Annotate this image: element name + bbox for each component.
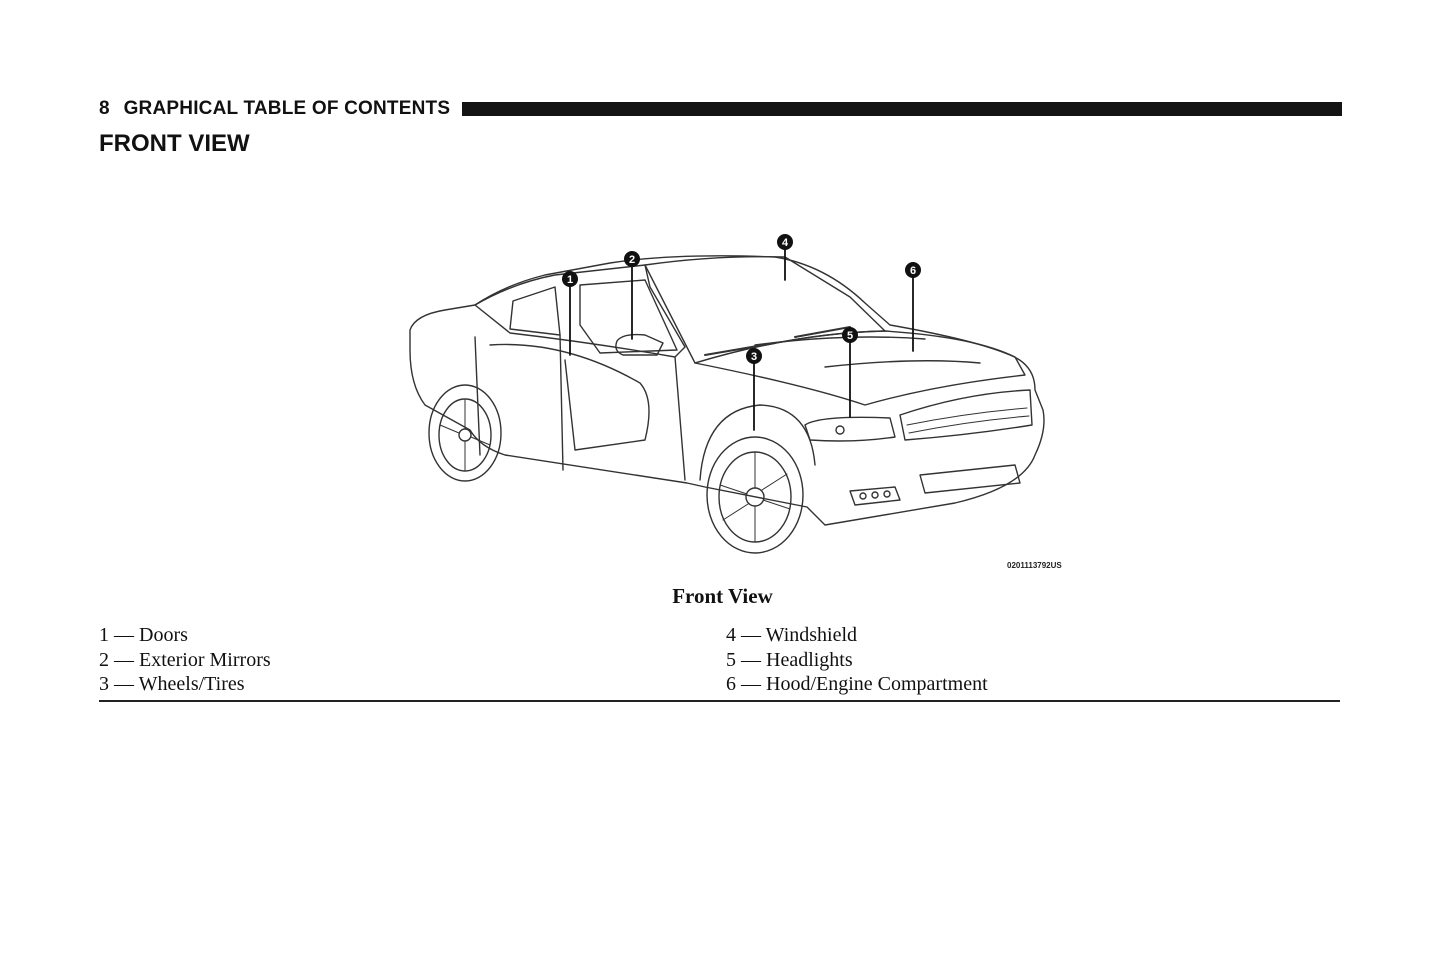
hood-stripe bbox=[754, 336, 981, 368]
svg-text:4: 4 bbox=[782, 237, 789, 249]
hood-outline bbox=[694, 330, 1026, 406]
svg-text:6: 6 bbox=[910, 265, 916, 277]
callout-1 bbox=[562, 271, 578, 287]
callout-6 bbox=[905, 262, 921, 278]
rear-wheel bbox=[428, 384, 502, 482]
legend-item-hood-engine-compartment: 6 — Hood/Engine Compartment bbox=[726, 673, 988, 695]
page-number: 8 bbox=[99, 98, 110, 119]
callout-markers: 1 2 3 4 5 6 bbox=[562, 234, 921, 364]
callout-3 bbox=[746, 348, 762, 364]
page-header: 8 GRAPHICAL TABLE OF CONTENTS bbox=[99, 96, 1342, 122]
legend-item-doors: 1 — Doors bbox=[99, 624, 188, 646]
legend-column-2: 4 — Windshield 5 — Headlights 6 — Hood/E… bbox=[726, 623, 988, 697]
callout-5 bbox=[842, 327, 858, 343]
legend-item-wheels-tires: 3 — Wheels/Tires bbox=[99, 673, 245, 695]
legend-item-exterior-mirrors: 2 — Exterior Mirrors bbox=[99, 648, 271, 671]
front-side-window bbox=[579, 279, 678, 354]
legend-item-windshield: 4 — Windshield bbox=[726, 624, 858, 646]
header-bar bbox=[462, 102, 1342, 116]
grille bbox=[899, 389, 1033, 441]
svg-text:5: 5 bbox=[847, 330, 853, 342]
legend-item-headlights: 5 — Headlights bbox=[726, 648, 853, 671]
legend-column-1: 1 — Doors 2 — Exterior Mirrors 3 — Wheel… bbox=[99, 623, 271, 697]
lower-grille bbox=[919, 464, 1021, 494]
wiper bbox=[704, 326, 851, 356]
door-panel bbox=[489, 343, 650, 451]
svg-text:3: 3 bbox=[751, 351, 757, 363]
door-seam bbox=[474, 334, 686, 481]
section-title: GRAPHICAL TABLE OF CONTENTS bbox=[123, 98, 451, 119]
svg-text:1: 1 bbox=[567, 274, 573, 286]
headlight bbox=[804, 416, 896, 442]
front-wheel bbox=[706, 436, 804, 554]
rear-window bbox=[509, 286, 561, 336]
page-title: FRONT VIEW bbox=[99, 130, 250, 157]
callout-2 bbox=[624, 251, 640, 267]
car-front-view-illustration: 1 2 3 4 5 6 bbox=[395, 225, 1075, 575]
bottom-rule bbox=[99, 700, 1340, 702]
callout-4 bbox=[777, 234, 793, 250]
figure-code: 0201113792US bbox=[1007, 561, 1062, 570]
svg-text:2: 2 bbox=[629, 254, 635, 266]
figure-caption: Front View bbox=[672, 584, 773, 608]
windshield-outline bbox=[644, 255, 886, 364]
front-wheel-arch bbox=[699, 404, 816, 481]
car-body-outline bbox=[409, 255, 1045, 526]
fog-lights bbox=[849, 486, 901, 506]
exterior-mirror bbox=[615, 333, 664, 356]
